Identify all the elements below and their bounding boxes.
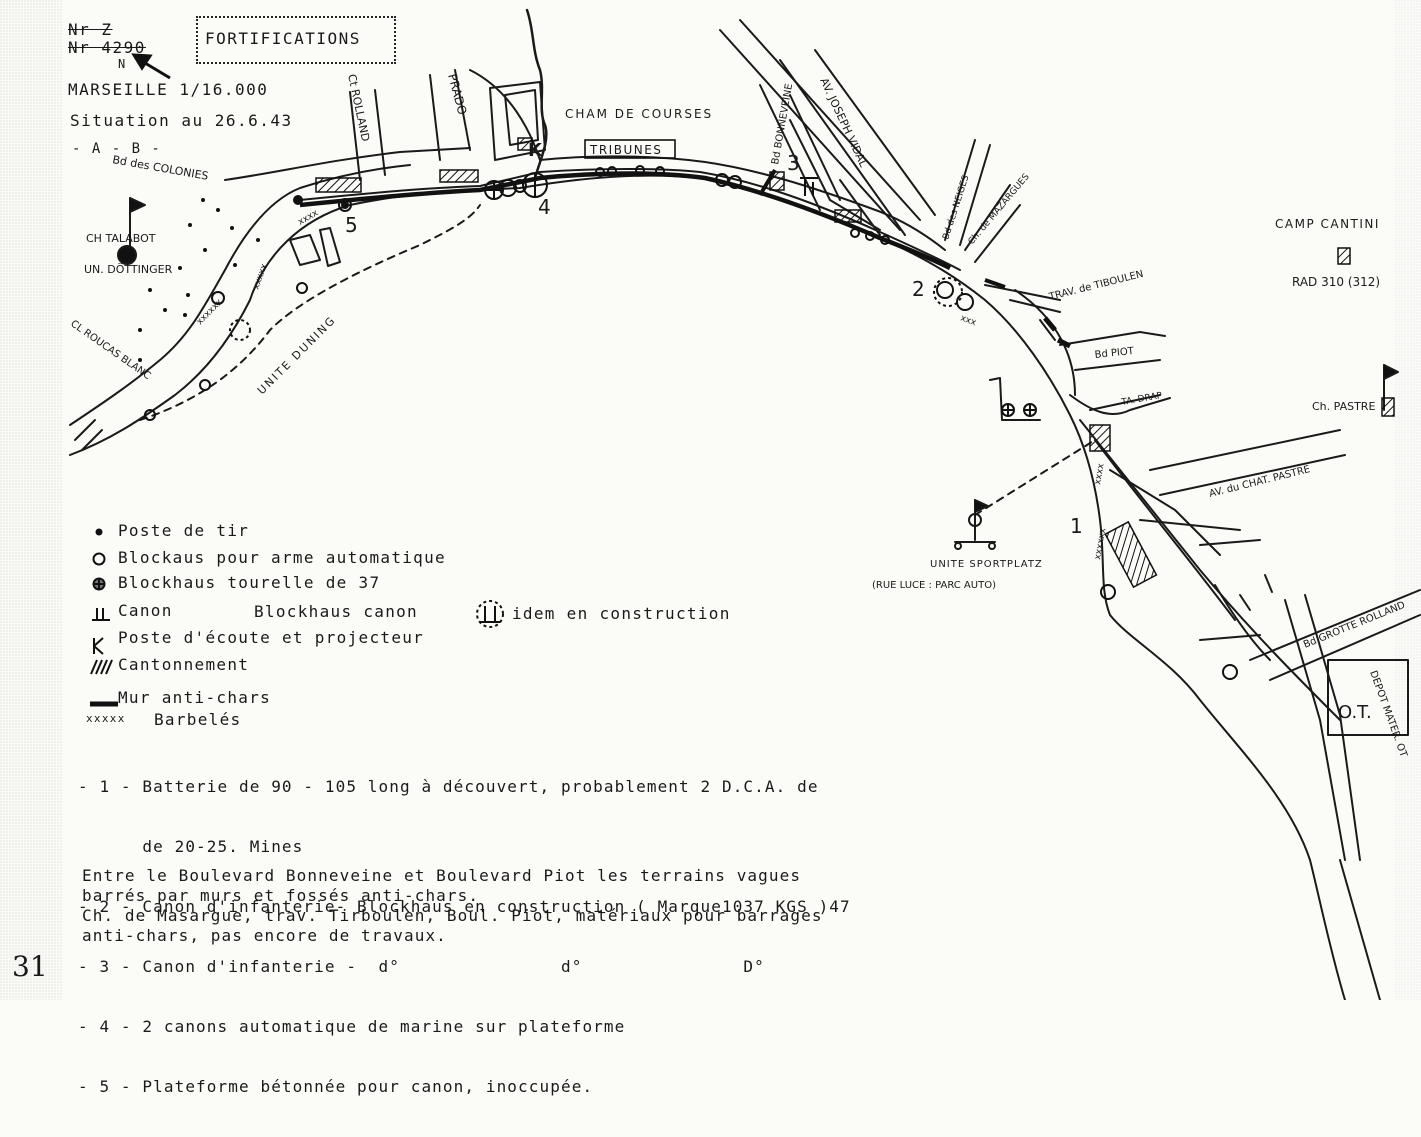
legend-item-canon: Canon	[118, 601, 173, 620]
dot-icon	[95, 528, 103, 536]
note-4: - 4 - 2 canons automatique de marine sur…	[78, 1017, 626, 1036]
cross-circle-icon	[92, 577, 106, 591]
legend-item-cantonnement: Cantonnement	[118, 655, 250, 674]
cannon-icon	[92, 608, 110, 621]
legend-item-blockaus: Blockaus pour arme automatique	[118, 548, 446, 567]
note-5: - 5 - Plateforme bétonnée pour canon, in…	[78, 1077, 594, 1096]
depot-box	[1327, 659, 1409, 736]
hatch-icon	[90, 659, 113, 675]
legend-item-construction: idem en construction	[512, 604, 731, 623]
ref-number-1: Nr Z	[68, 20, 113, 39]
north-label: N	[118, 57, 127, 71]
note-1-cont: de 20-25. Mines	[78, 837, 304, 856]
sportplatz-link	[974, 439, 1096, 516]
unite-duning-boundary	[139, 204, 481, 421]
legend-item-barbeles: Barbelés	[154, 710, 242, 729]
coastline	[69, 174, 1346, 1000]
map-title: FORTIFICATIONS	[205, 29, 361, 48]
listening-post-mark: K	[528, 140, 543, 161]
note-3: - 3 - Canon d'infanterie - d° d° D°	[78, 957, 765, 976]
barbed-wire-icon: xxxxx	[86, 712, 126, 725]
legend-item-tourelle: Blockhaus tourelle de 37	[118, 573, 381, 592]
svg-text:xxx: xxx	[959, 313, 978, 328]
cantonment-pastre	[1381, 397, 1395, 417]
legend-icons	[90, 528, 118, 707]
cantonment-5	[1089, 424, 1111, 452]
construction-icon	[476, 600, 504, 628]
note-2: - 2 - Canon d'infanterie- Blockhaus en c…	[78, 897, 851, 916]
cantonment-7	[517, 137, 533, 151]
paragraph-line-3: Ch. de Masargue, trav. Tirboulen, Boul. …	[82, 906, 823, 925]
circle-icon	[92, 552, 106, 566]
paragraph-block: Entre le Boulevard Bonneveine et Bouleva…	[82, 866, 823, 946]
legend-item-blockhaus-canon: Blockhaus canon	[254, 602, 418, 621]
legend-item-mur: Mur anti-chars	[118, 688, 272, 707]
cantonment-2	[439, 169, 479, 183]
ref-number-2: Nr 4290	[68, 38, 146, 57]
city-scale: MARSEILLE 1/16.000	[68, 80, 269, 99]
legend-item-poste-tir: Poste de tir	[118, 521, 250, 540]
cantonment-1	[315, 177, 362, 193]
listening-post-icon	[93, 637, 104, 655]
svg-text:xxxxx: xxxxx	[251, 262, 270, 291]
situation-date: Situation au 26.6.43	[70, 111, 293, 130]
margin-speckle	[0, 0, 62, 1000]
cantonment-6	[1104, 520, 1158, 589]
cantonment-cantini	[1337, 247, 1351, 265]
cantonment-4	[834, 209, 862, 223]
bd-colonies-road	[224, 147, 471, 181]
map-parts: - A - B -	[72, 141, 162, 157]
paragraph-line-1: Entre le Boulevard Bonneveine et Bouleva…	[82, 866, 802, 885]
corniche-road	[299, 168, 961, 271]
map-sheet: xxxxxx xxxxx xxxx xxx xxxxxx xxxx K Nr Z…	[0, 0, 1421, 1096]
note-1: - 1 - Batterie de 90 - 105 long à découv…	[78, 777, 819, 796]
paragraph-line-2: barrés par murs et fossés anti-chars.	[82, 886, 480, 905]
title-frame	[196, 16, 396, 64]
svg-text:xxxxxx: xxxxxx	[1093, 527, 1109, 561]
fortification-map: xxxxxx xxxxx xxxx xxx xxxxxx xxxx K	[0, 0, 1421, 1000]
page-number: 31	[12, 950, 48, 983]
margin-speckle-right	[1395, 0, 1421, 1000]
barbed-wire-marks: xxxxxx xxxxx xxxx xxx xxxxxx xxxx	[195, 208, 1109, 561]
north-arrow-icon	[131, 53, 171, 80]
river	[525, 8, 548, 180]
paragraph-line-4: anti-chars, pas encore de travaux.	[82, 926, 447, 945]
legend-item-ecoute: Poste d'écoute et projecteur	[118, 628, 425, 647]
cantonment-3	[769, 171, 785, 191]
svg-text:xxxx: xxxx	[1093, 462, 1107, 485]
